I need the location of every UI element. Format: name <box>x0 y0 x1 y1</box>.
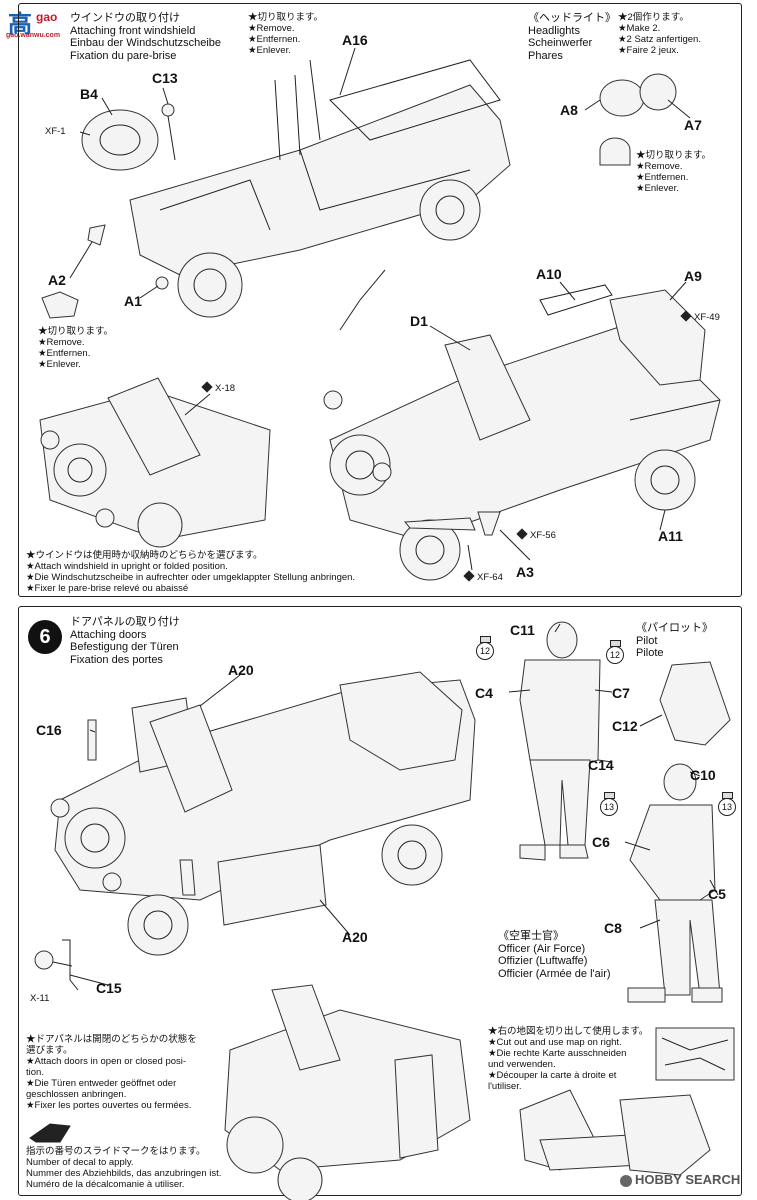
part-a8: A8 <box>560 102 578 118</box>
logo-sub: gao <box>36 10 58 24</box>
step6-title-de: Befestigung der Türen <box>70 641 179 653</box>
part-a20-bottom: A20 <box>342 929 368 945</box>
paint-xf56: XF-56 <box>518 530 556 541</box>
part-c11: C11 <box>510 622 535 638</box>
headlight-parts <box>599 73 677 166</box>
jeep-upper <box>81 59 511 318</box>
step6-title-fr: Fixation des portes <box>70 653 163 666</box>
paint-xf49: XF-49 <box>682 312 720 323</box>
part-a9: A9 <box>684 268 702 284</box>
part-x11: X-11 <box>30 993 50 1004</box>
decal-legend: 指示の番号のスライドマークをはります。Number of decal to ap… <box>26 1146 222 1190</box>
part-a3: A3 <box>516 564 534 580</box>
part-a10: A10 <box>536 266 562 282</box>
windshield-note: ★ウインドウは使用時か収納時のどちらかを選びます。★Attach windshi… <box>26 550 356 594</box>
jeep-windshield-folded <box>39 377 271 548</box>
part-d1: D1 <box>410 313 428 329</box>
part-a11: A11 <box>658 528 683 544</box>
part-c13: C13 <box>152 70 178 86</box>
decal-12-right: 12 <box>606 640 624 664</box>
part-a1: A1 <box>124 293 142 309</box>
watermark: HOBBY SEARCH <box>620 1172 740 1187</box>
step6-title-jp: ドアパネルの取り付け <box>70 616 180 628</box>
step6-title-en: Attaching doors <box>70 628 147 641</box>
site-logo: 高 gao gao.wanwu.com <box>6 4 66 44</box>
step5-title-de: Einbau der Windschutzscheibe <box>70 37 222 49</box>
part-c12: C12 <box>612 718 638 734</box>
figures-with-map <box>519 1089 711 1176</box>
part-b4: B4 <box>80 86 98 102</box>
step5-title-fr: Fixation du pare-brise <box>70 49 177 62</box>
step6-panel <box>18 606 742 1196</box>
part-c15: C15 <box>96 980 122 996</box>
decal-12-left: 12 <box>476 636 494 660</box>
part-c5: C5 <box>708 886 726 902</box>
part-c7: C7 <box>612 685 630 701</box>
part-a2: A2 <box>48 272 66 288</box>
cutoff-note-top: ★切り取ります。★Remove. ★Entfernen.★Enlever. <box>248 12 324 56</box>
paint-xf64: XF-64 <box>465 572 503 583</box>
step6-number: 6 <box>28 620 62 654</box>
jeep-doors-open <box>224 984 471 1200</box>
pilot-figure <box>519 621 731 861</box>
officer-title: 《空軍士官》Officer (Air Force) Offizier (Luft… <box>498 930 611 980</box>
jeep-doors <box>50 671 476 956</box>
make2-note: ★2個作ります。★Make 2. ★2 Satz anfertigen.★Fai… <box>618 12 701 56</box>
slide-arrow-icon <box>29 1123 71 1143</box>
step5-vehicle-main-drawing <box>39 47 721 581</box>
decal-13-right: 13 <box>718 792 736 816</box>
doors-note: ★ドアパネルは開閉のどちらかの状態を選びます。 ★Attach doors in… <box>26 1034 197 1111</box>
step5-title: ウインドウの取り付け Attaching front windshield Ei… <box>70 12 221 62</box>
part-c8: C8 <box>604 920 622 936</box>
cutoff-note-right: ★切り取ります。★Remove. ★Entfernen.★Enlever. <box>636 150 712 194</box>
part-a20-top: A20 <box>228 662 254 678</box>
decal-13-left: 13 <box>600 792 618 816</box>
part-c15-drawing <box>34 939 79 991</box>
part-a2-drawing <box>41 291 79 319</box>
part-a7: A7 <box>684 117 702 133</box>
paint-x18: X-18 <box>203 383 235 394</box>
paint-xf1: XF-1 <box>45 126 66 137</box>
cutoff-note-left: ★切り取ります。★Remove. ★Entfernen.★Enlever. <box>38 326 114 370</box>
step5-panel <box>18 3 742 597</box>
officer-figure <box>627 763 723 1003</box>
part-c14: C14 <box>588 757 614 773</box>
step5-title-jp: ウインドウの取り付け <box>70 12 180 24</box>
logo-main: 高 <box>8 11 32 38</box>
part-c16: C16 <box>36 722 62 738</box>
step5-title-en: Attaching front windshield <box>70 24 196 37</box>
jeep-upright-windshield <box>323 269 721 581</box>
logo-site: gao.wanwu.com <box>6 32 61 39</box>
map-note: ★右の地図を切り出して使用します。★Cut out and use map on… <box>488 1026 649 1092</box>
part-c10: C10 <box>690 767 716 783</box>
step6-title: ドアパネルの取り付け Attaching doors Befestigung d… <box>70 616 180 666</box>
part-c4: C4 <box>475 685 493 701</box>
watermark-icon <box>620 1174 632 1187</box>
part-a16: A16 <box>342 32 368 48</box>
part-c6: C6 <box>592 834 610 850</box>
map-inset <box>655 1027 735 1081</box>
